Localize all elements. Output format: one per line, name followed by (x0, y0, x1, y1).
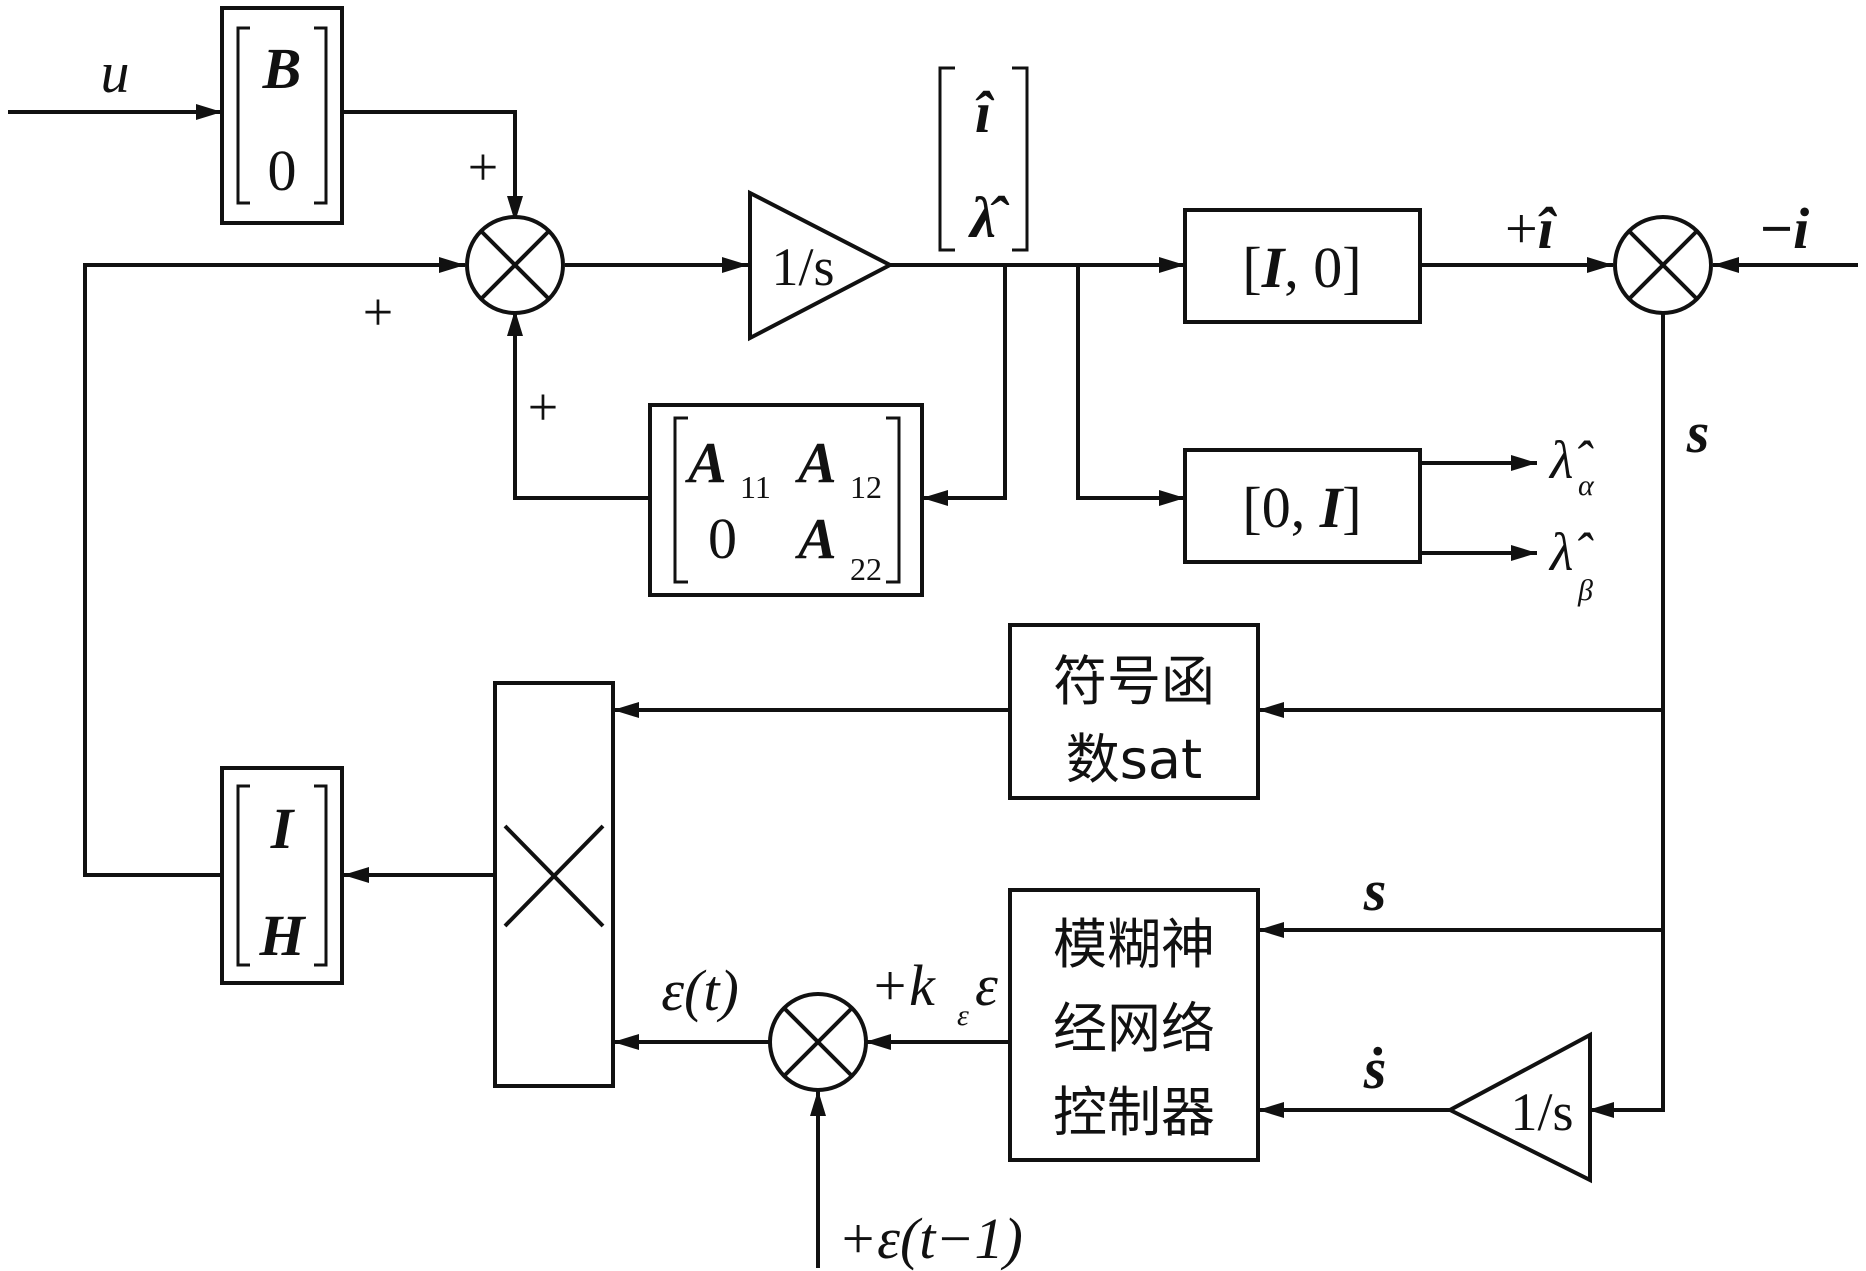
svg-text:[0, I]: [0, I] (1242, 475, 1361, 540)
label-minus-i-sign: − (1760, 196, 1793, 261)
oi-I: I (1319, 475, 1345, 540)
wire-s-vertical (1588, 310, 1665, 1118)
a21: 0 (708, 506, 737, 571)
i0-open: [ (1242, 235, 1261, 300)
state-vector-bottom: λ̂ (968, 185, 1010, 250)
sign-function-block: 符号函 数sat (1008, 623, 1260, 800)
a11: A (685, 430, 727, 495)
label-plus-left: + (363, 282, 393, 342)
label-k-eps-sub: ε (957, 999, 969, 1032)
wire-to-a-block (922, 265, 1007, 506)
i0-I: I (1261, 235, 1287, 300)
label-plus-top: + (468, 137, 498, 197)
i0-matrix-block: [I, 0] (1183, 208, 1422, 324)
label-lambda-alpha-sub: α (1578, 469, 1595, 502)
wire-to-oi-block (1076, 265, 1185, 506)
b-matrix-block: B 0 (220, 6, 344, 225)
label-s-fnn: s (1363, 858, 1387, 923)
state-vector-top: î (975, 80, 995, 145)
wire-ih-to-sum1 (83, 257, 465, 877)
fnn-line3: 控制器 (1053, 1081, 1215, 1144)
label-eps-t: ε(t) (661, 958, 739, 1023)
b-matrix-top: B (262, 36, 302, 101)
svg-text:−i: −i (1760, 196, 1809, 261)
wire-a-to-sum1 (507, 310, 650, 500)
summing-junction-3 (768, 992, 868, 1092)
label-k-eps-var: ε (975, 953, 998, 1018)
label-lambda-beta-sub: β (1577, 574, 1593, 607)
oi-close: ] (1342, 475, 1361, 540)
fnn-controller-block: 模糊神 经网络 控制器 (1008, 888, 1260, 1162)
label-i-hat-sign: + (1505, 196, 1538, 261)
integrator-block: 1/s (748, 189, 895, 342)
a22-sub: 22 (850, 551, 882, 587)
fnn-line1: 模糊神 (1053, 913, 1215, 976)
ih-matrix-bottom: H (258, 903, 306, 968)
integrator-label: 1/s (771, 237, 834, 297)
label-minus-i: i (1793, 196, 1809, 261)
ih-matrix-block: I H (220, 766, 344, 985)
a12-sub: 12 (850, 469, 882, 505)
a11-sub: 11 (740, 469, 771, 505)
summing-junction-1 (465, 215, 565, 315)
label-s-dot: ṡ (1363, 1036, 1387, 1101)
fnn-line2: 经网络 (1053, 997, 1215, 1060)
integrator-block-2: 1/s (1445, 1031, 1592, 1184)
multiplier-block (493, 681, 615, 1088)
label-u: u (101, 40, 130, 105)
oi-matrix-block: [0, I] (1183, 448, 1422, 564)
summing-junction-2 (1613, 215, 1713, 315)
label-s: s (1686, 400, 1710, 465)
label-plus-bottom: + (528, 377, 558, 437)
label-lambda-beta: λ̂ (1548, 522, 1594, 582)
b-matrix-bottom: 0 (268, 138, 297, 203)
label-k-eps: +k (870, 953, 936, 1018)
state-vector: î λ̂ (938, 66, 1029, 252)
oi-open: [0, (1242, 475, 1319, 540)
svg-text:[I, 0]: [I, 0] (1242, 235, 1361, 300)
label-i-hat: î (1538, 196, 1558, 261)
sign-function-line2: 数sat (1066, 728, 1202, 791)
a22: A (795, 506, 837, 571)
a-matrix-block: A 11 A 12 0 A 22 (648, 403, 924, 597)
ih-matrix-top: I (270, 796, 296, 861)
wire-b-to-sum1 (342, 110, 523, 222)
i0-rest: , 0] (1284, 235, 1361, 300)
a12: A (795, 430, 837, 495)
svg-text:+î: +î (1505, 196, 1558, 261)
integrator2-label: 1/s (1510, 1082, 1573, 1142)
sign-function-line1: 符号函 (1053, 650, 1215, 713)
label-eps-prev: +ε(t−1) (838, 1206, 1023, 1271)
label-k-eps-plus: +k (870, 953, 936, 1018)
